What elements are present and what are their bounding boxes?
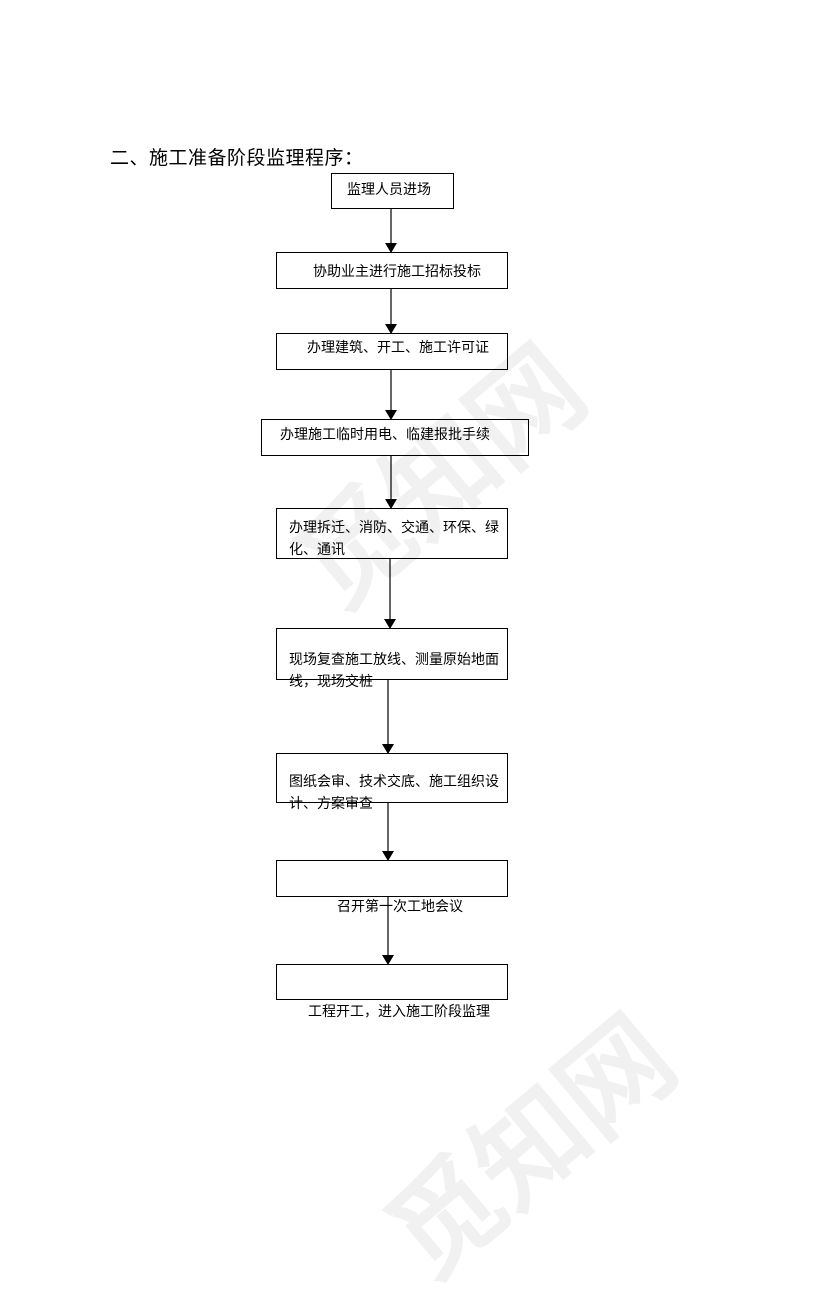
step-label-7: 图纸会审、技术交底、施工组织设计、方案审查 <box>289 774 499 812</box>
step-label-1: 监理人员进场 <box>347 182 431 198</box>
step-label-3: 办理建筑、开工、施工许可证 <box>307 340 489 356</box>
step-box-6 <box>276 628 508 680</box>
step-box-1 <box>331 173 454 209</box>
step-label-4: 办理施工临时用电、临建报批手续 <box>280 427 490 443</box>
step-box-8 <box>276 860 508 897</box>
flow-arrows <box>382 208 397 965</box>
step-box-9 <box>276 964 508 1000</box>
step-label-2: 协助业主进行施工招标投标 <box>313 264 481 280</box>
step-label-8: 召开第一次工地会议 <box>337 899 463 915</box>
step-box-2 <box>276 252 508 289</box>
step-box-3 <box>276 333 508 370</box>
step-box-5 <box>276 508 508 559</box>
step-label-9: 工程开工，进入施工阶段监理 <box>308 1004 490 1020</box>
page-title: 二、施工准备阶段监理程序： <box>110 147 364 169</box>
step-box-4 <box>261 419 529 456</box>
step-box-7 <box>276 753 508 803</box>
step-label-6: 现场复查施工放线、测量原始地面线，现场交桩 <box>289 652 499 690</box>
step-label-5: 办理拆迁、消防、交通、环保、绿化、通讯 <box>289 520 499 558</box>
